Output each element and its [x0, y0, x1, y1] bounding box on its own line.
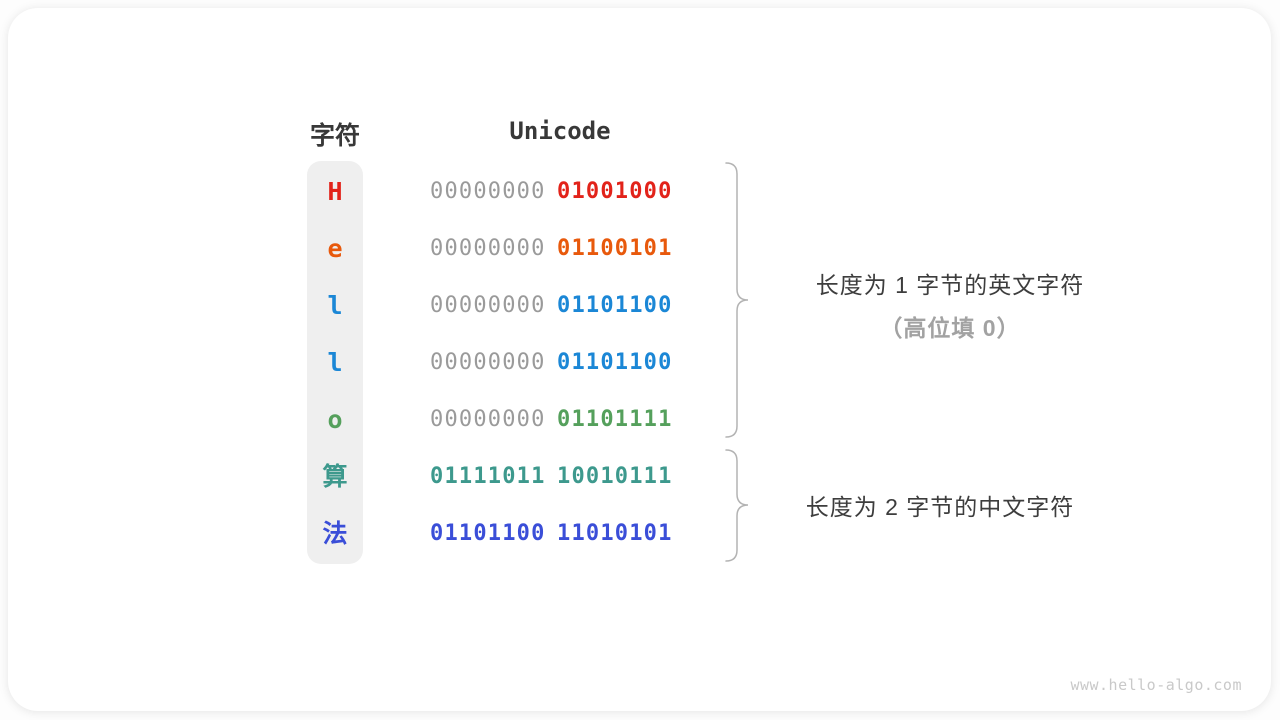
- unicode-low-byte: 01101111: [557, 407, 673, 432]
- unicode-high-byte: 01101100: [430, 521, 546, 546]
- column-header-unicode: Unicode: [509, 117, 611, 145]
- figure-card: [8, 8, 1271, 711]
- unicode-high-byte: 00000000: [430, 350, 546, 375]
- unicode-high-byte: 00000000: [430, 179, 546, 204]
- character-cell: l: [327, 348, 343, 377]
- unicode-high-byte: 00000000: [430, 407, 546, 432]
- encoding-row: o 00000000 01101111: [0, 391, 1280, 448]
- unicode-high-byte: 01111011: [430, 464, 546, 489]
- character-column-background: [307, 161, 363, 564]
- encoding-row: 算 01111011 10010111: [0, 448, 1280, 505]
- encoding-row: l 00000000 01101100: [0, 277, 1280, 334]
- unicode-low-byte: 10010111: [557, 464, 673, 489]
- encoding-row: l 00000000 01101100: [0, 334, 1280, 391]
- character-cell: 算: [322, 462, 348, 491]
- unicode-low-byte: 01101100: [557, 350, 673, 375]
- annotation-english-line1: 长度为 1 字节的英文字符: [815, 272, 1085, 298]
- annotation-english-line2: （高位填 0）: [879, 315, 1021, 341]
- character-cell: H: [327, 177, 343, 206]
- annotation-chinese-line1: 长度为 2 字节的中文字符: [805, 494, 1075, 520]
- unicode-low-byte: 01100101: [557, 236, 673, 261]
- annotation-english-chars: 长度为 1 字节的英文字符 （高位填 0）: [770, 266, 1130, 343]
- encoding-row: 法 01101100 11010101: [0, 505, 1280, 562]
- column-header-character: 字符: [309, 122, 360, 150]
- encoding-row: e 00000000 01100101: [0, 220, 1280, 277]
- unicode-high-byte: 00000000: [430, 236, 546, 261]
- character-cell: e: [327, 234, 343, 263]
- unicode-low-byte: 01001000: [557, 179, 673, 204]
- unicode-low-byte: 01101100: [557, 293, 673, 318]
- encoding-row: H 00000000 01001000: [0, 163, 1280, 220]
- unicode-high-byte: 00000000: [430, 293, 546, 318]
- annotation-chinese-chars: 长度为 2 字节的中文字符: [770, 488, 1110, 522]
- unicode-low-byte: 11010101: [557, 521, 673, 546]
- character-cell: l: [327, 291, 343, 320]
- watermark-url: www.hello-algo.com: [1070, 676, 1242, 694]
- character-cell: 法: [322, 519, 348, 548]
- character-cell: o: [327, 405, 343, 434]
